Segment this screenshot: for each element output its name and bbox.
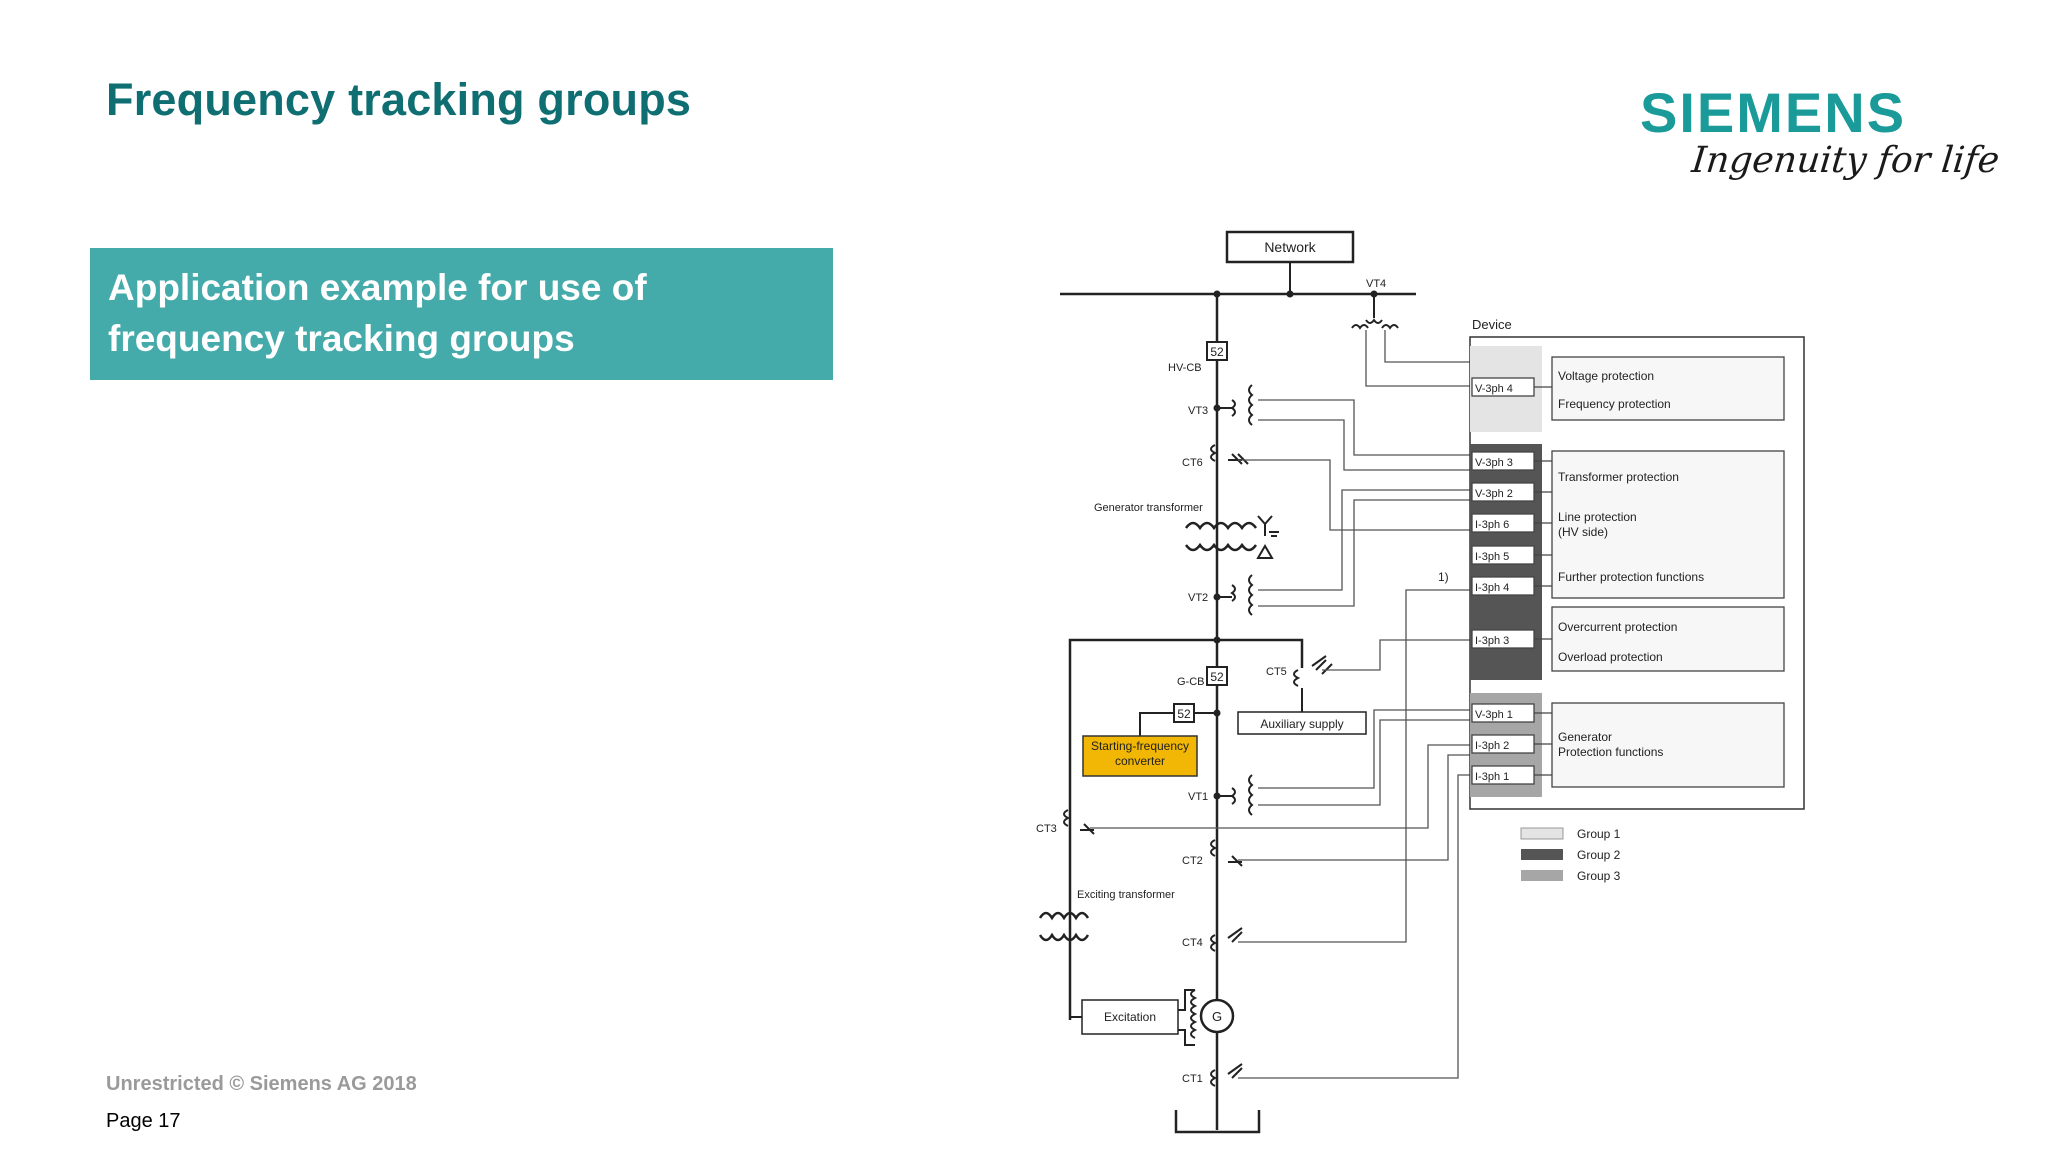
fn-generator-protection: Protection functions: [1558, 745, 1663, 759]
fn-generator: Generator: [1558, 730, 1612, 744]
converter-label-wrap: Starting-frequency converter: [1090, 739, 1190, 768]
input-i3ph5: I-3ph 5: [1475, 551, 1509, 563]
exciting-transformer-label: Exciting transformer: [1077, 889, 1175, 901]
legend-group2: Group 2: [1577, 848, 1621, 862]
footnote-marker: 1): [1438, 570, 1449, 584]
legend-group3: Group 3: [1577, 869, 1621, 883]
fn-line-hv: (HV side): [1558, 525, 1608, 539]
callout-box: Application example for use of frequency…: [90, 248, 833, 380]
hv-cb-number: 52: [1210, 345, 1224, 359]
excitation-label: Excitation: [1104, 1010, 1156, 1024]
gen-transformer-label: Generator transformer: [1094, 502, 1203, 514]
g-cb-number: 52: [1210, 670, 1224, 684]
ct2-label: CT2: [1182, 855, 1203, 867]
input-v3ph3: V-3ph 3: [1475, 457, 1513, 469]
logo-tagline: Ingenuity for life: [1689, 140, 2002, 181]
legend-swatch-group1: [1520, 827, 1564, 840]
hv-cb-label: HV-CB: [1168, 362, 1202, 374]
input-i3ph6: I-3ph 6: [1475, 519, 1509, 531]
input-v3ph4: V-3ph 4: [1475, 383, 1513, 395]
fn-line: Line protection: [1558, 510, 1637, 524]
fn-overcurrent: Overcurrent protection: [1558, 620, 1677, 634]
slide-title: Frequency tracking groups: [106, 74, 692, 125]
fn-transformer: Transformer protection: [1558, 470, 1679, 484]
vt2-label: VT2: [1188, 592, 1208, 604]
legend-group1: Group 1: [1577, 827, 1621, 841]
aux-supply-label: Auxiliary supply: [1260, 717, 1343, 731]
fn-overload: Overload protection: [1558, 650, 1663, 664]
legend-swatch-group2: [1521, 849, 1563, 860]
ct6-label: CT6: [1182, 457, 1203, 469]
vt3-label: VT3: [1188, 405, 1208, 417]
ct5-label: CT5: [1266, 666, 1287, 678]
converter-box: [1082, 735, 1198, 777]
fn-frequency: Frequency protection: [1558, 397, 1671, 411]
footer-page-number: Page 17: [106, 1110, 181, 1132]
fn-voltage: Voltage protection: [1558, 369, 1654, 383]
fn-further: Further protection functions: [1558, 570, 1704, 584]
input-v3ph2: V-3ph 2: [1475, 488, 1513, 500]
siemens-logo: SIEMENS: [1640, 81, 1907, 144]
ct3-label: CT3: [1036, 823, 1057, 835]
single-line-diagram: Network VT4 52 HV-CB VT3 CT6 Generator t…: [1036, 230, 1805, 1134]
callout-text: Application example for use of frequency…: [108, 267, 647, 359]
network-label: Network: [1264, 239, 1316, 255]
input-i3ph1: I-3ph 1: [1475, 771, 1509, 783]
legend-swatch-group3: [1521, 870, 1563, 881]
input-i3ph2: I-3ph 2: [1475, 740, 1509, 752]
g-cb-label: G-CB: [1177, 676, 1205, 688]
converter-cb-number: 52: [1177, 707, 1191, 721]
generator-symbol: G: [1212, 1009, 1222, 1024]
device-label: Device: [1472, 317, 1512, 332]
ct1-label: CT1: [1182, 1073, 1203, 1085]
ct4-label: CT4: [1182, 937, 1203, 949]
footer-copyright: Unrestricted © Siemens AG 2018: [106, 1073, 417, 1095]
network-box: [1225, 230, 1355, 264]
converter-label: Starting-frequency converter: [1090, 739, 1190, 768]
vt4-label: VT4: [1366, 278, 1386, 290]
input-v3ph1: V-3ph 1: [1475, 709, 1513, 721]
vt1-label: VT1: [1188, 791, 1208, 803]
input-i3ph4: I-3ph 4: [1475, 582, 1509, 594]
input-i3ph3: I-3ph 3: [1475, 635, 1509, 647]
